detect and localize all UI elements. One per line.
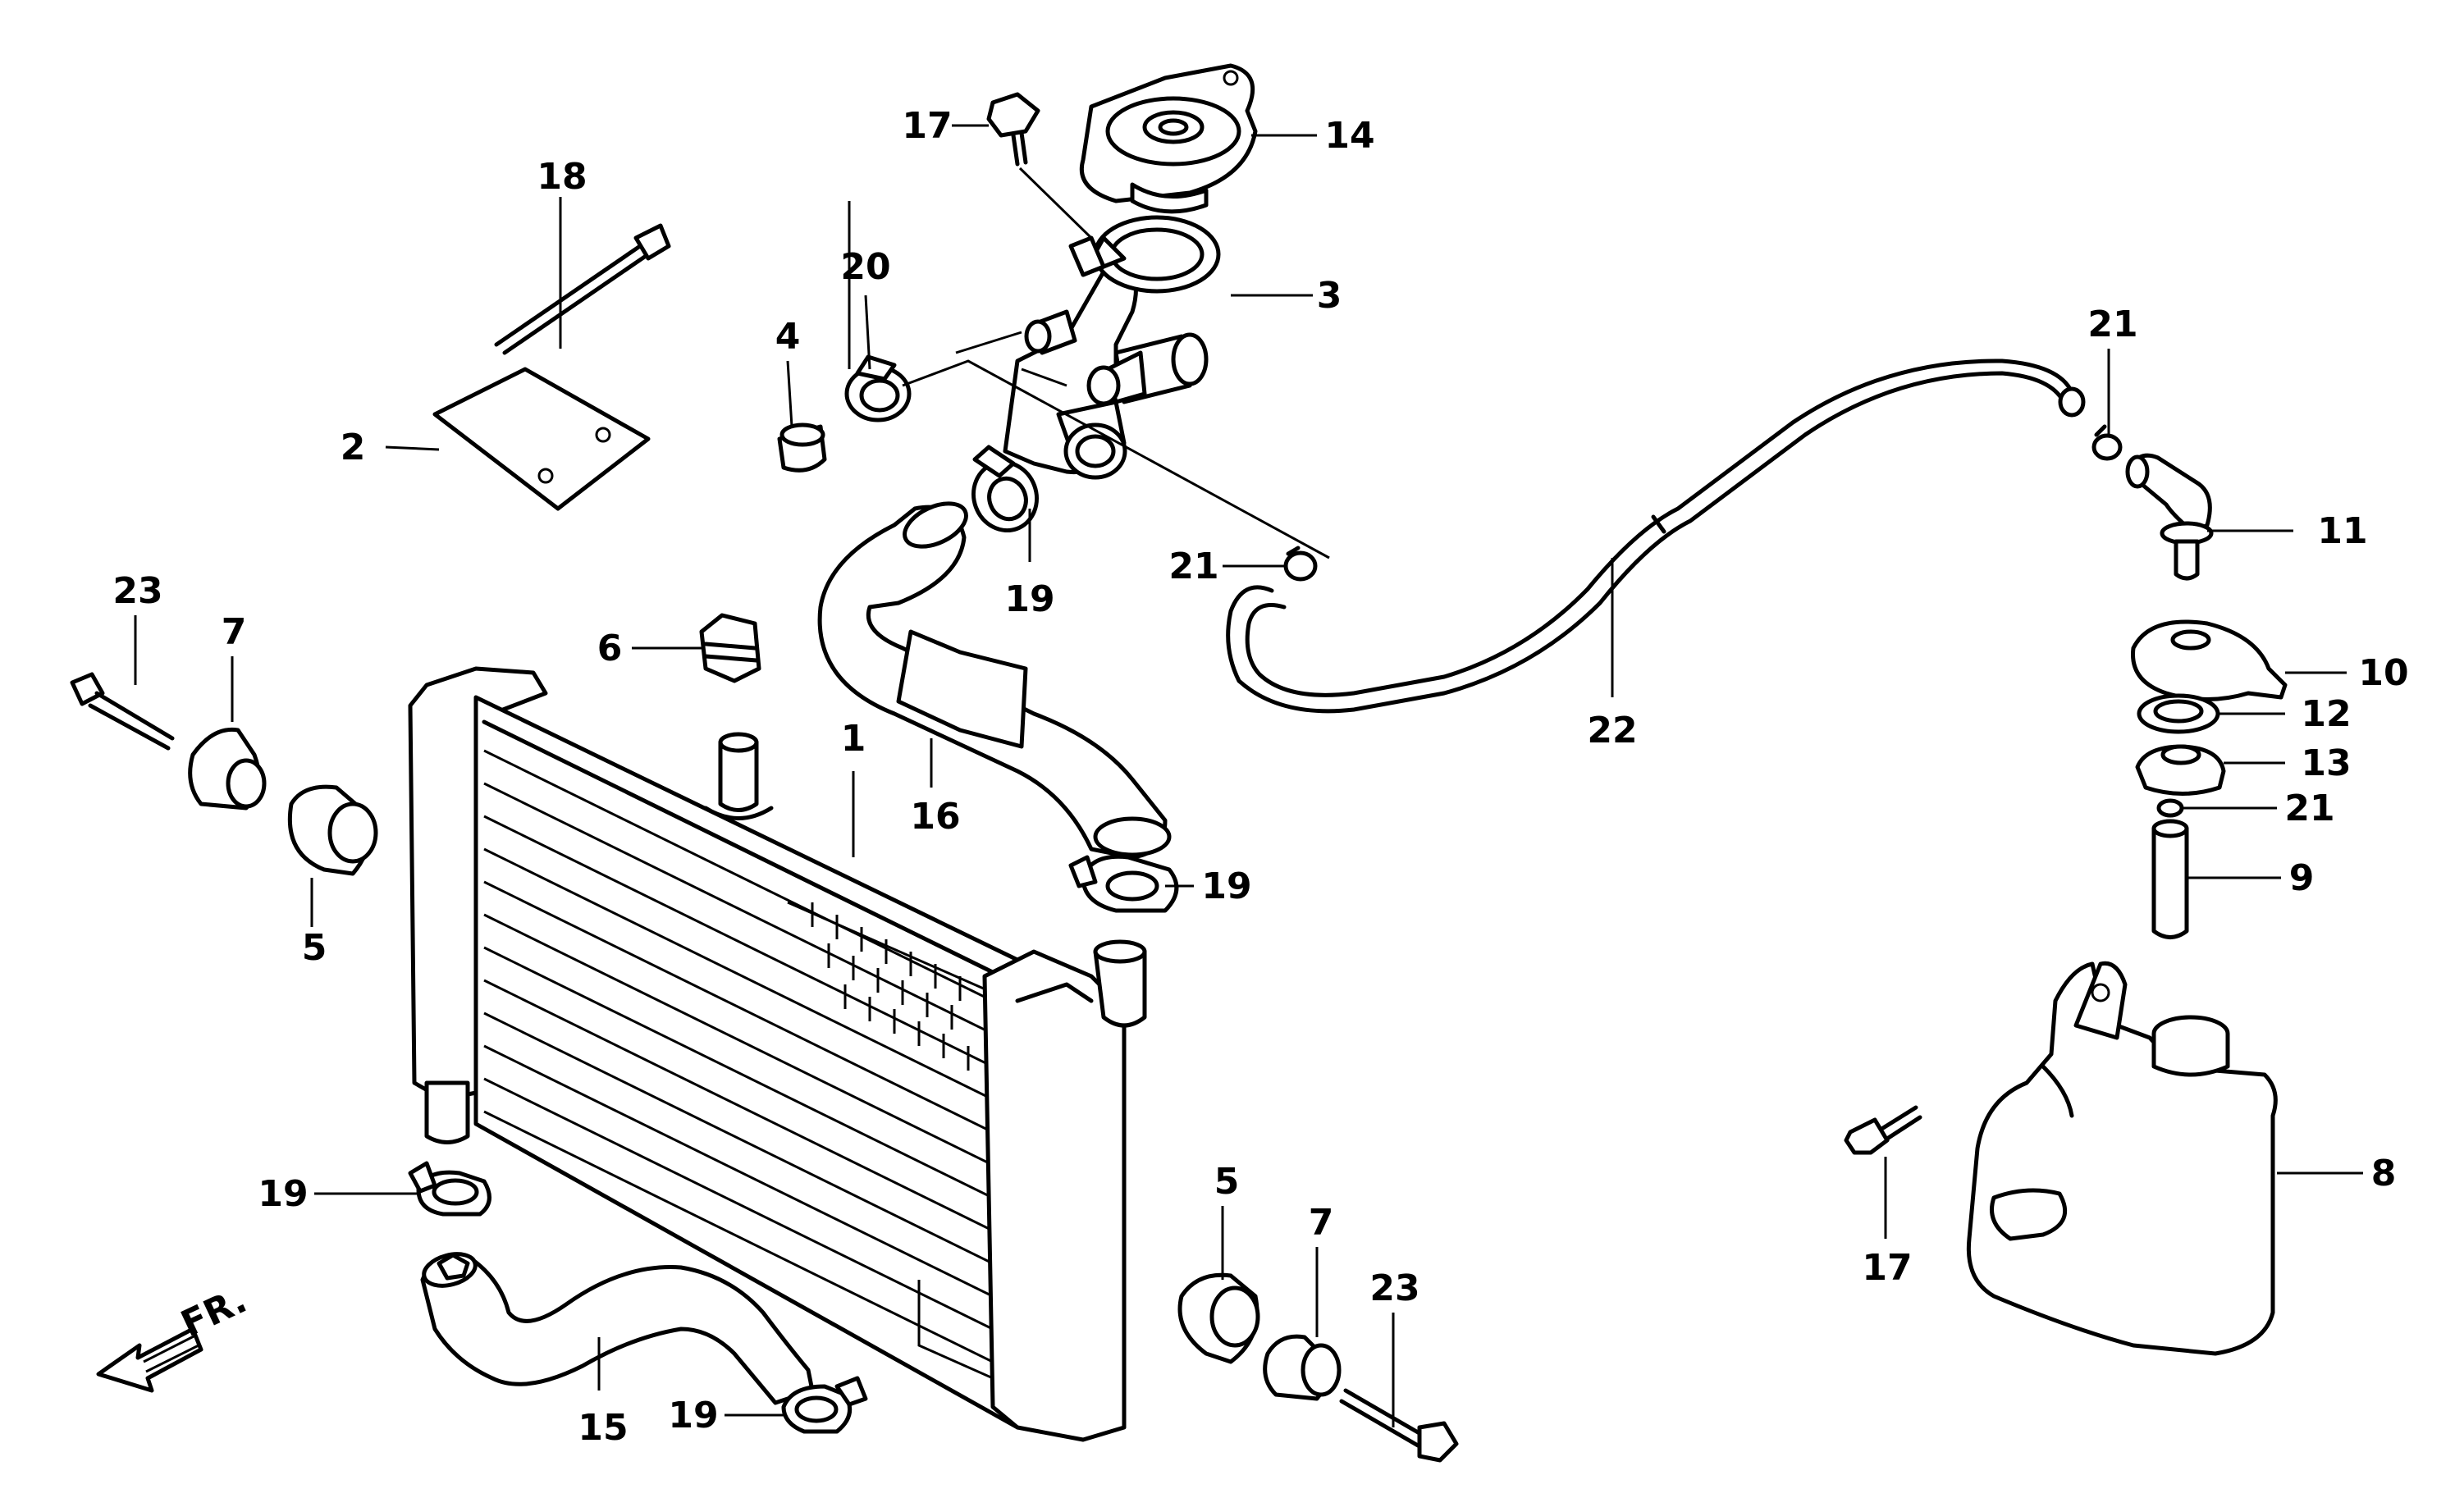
radiator-part [408, 666, 1147, 1442]
callout-19-upper: 19 [1004, 578, 1054, 620]
radiator-cap-part [1080, 63, 1258, 214]
callout-23-left: 23 [112, 570, 162, 612]
clip-upper-hose-part [971, 445, 1039, 533]
tank-hose-part [2151, 819, 2189, 939]
clip-lower-left-part [408, 1161, 491, 1217]
callout-21-tank: 21 [2284, 788, 2334, 829]
bolt-left-part [70, 672, 175, 751]
heat-shield-plate-part [432, 367, 651, 511]
callout-16: 16 [910, 796, 960, 838]
clip-neck-part [844, 354, 912, 422]
upper-grommet-part [699, 613, 761, 683]
tie-band-part [494, 223, 671, 355]
callout-23-right: 23 [1369, 1267, 1419, 1309]
callout-19-lower-left: 19 [258, 1173, 308, 1215]
callout-18: 18 [537, 156, 587, 198]
clip-upper-hose-bottom-part [1068, 854, 1179, 913]
callout-6: 6 [597, 628, 623, 669]
front-direction-arrow: FR. [96, 1279, 253, 1393]
clip-small-tank-part [2156, 798, 2184, 818]
callout-17-top: 17 [902, 105, 952, 147]
lower-hose-part [420, 1252, 815, 1405]
callout-1: 1 [841, 718, 866, 760]
callout-5-right: 5 [1214, 1161, 1240, 1203]
callout-21-top: 21 [2087, 304, 2137, 345]
clip-small-center-part [1283, 546, 1318, 582]
callout-12: 12 [2301, 693, 2351, 735]
callout-4: 4 [775, 316, 801, 358]
callout-14: 14 [1324, 115, 1374, 157]
leader-lines [134, 124, 2363, 1427]
collar-right-part [1263, 1334, 1342, 1401]
callout-19-lower-right: 19 [668, 1395, 718, 1436]
callout-labels: 1 2 3 4 5 5 6 7 7 8 9 10 11 12 13 14 15 … [112, 105, 2408, 1449]
callout-7-left: 7 [222, 611, 247, 653]
callout-21-center: 21 [1168, 546, 1218, 587]
callout-19-hose-bottom: 19 [1201, 865, 1251, 907]
bolt-right-part [1339, 1388, 1459, 1463]
joint-elbow-part [2125, 453, 2214, 581]
washer-part [2137, 693, 2220, 734]
tank-cap-part [2131, 619, 2288, 701]
rubber-seat-part [2135, 744, 2226, 796]
grommet-left-part [287, 784, 378, 876]
upper-hose-part [817, 501, 1172, 860]
clip-lower-right-part [781, 1376, 868, 1434]
siphon-tube-part [1226, 358, 2086, 714]
callout-20: 20 [840, 246, 890, 288]
callout-11: 11 [2317, 510, 2367, 552]
callout-10: 10 [2358, 652, 2408, 694]
callout-8: 8 [2371, 1153, 2397, 1194]
reserve-tank-part [1966, 961, 2278, 1356]
callout-22: 22 [1587, 710, 1637, 751]
neck-cap-plug-part [777, 422, 827, 473]
callout-17-tank: 17 [1862, 1247, 1912, 1289]
callout-7-right: 7 [1309, 1202, 1334, 1244]
grommet-right-part [1177, 1272, 1260, 1364]
callout-3: 3 [1317, 275, 1342, 317]
collar-left-part [188, 727, 267, 811]
clip-small-top-part [2091, 424, 2123, 461]
bolt-tank-part [1844, 1105, 1922, 1155]
callout-15: 15 [578, 1407, 628, 1449]
callout-5-left: 5 [302, 927, 327, 969]
callout-9: 9 [2289, 857, 2315, 899]
bolt-top-part [986, 92, 1093, 240]
callout-2: 2 [341, 427, 366, 468]
callout-13: 13 [2301, 742, 2351, 784]
